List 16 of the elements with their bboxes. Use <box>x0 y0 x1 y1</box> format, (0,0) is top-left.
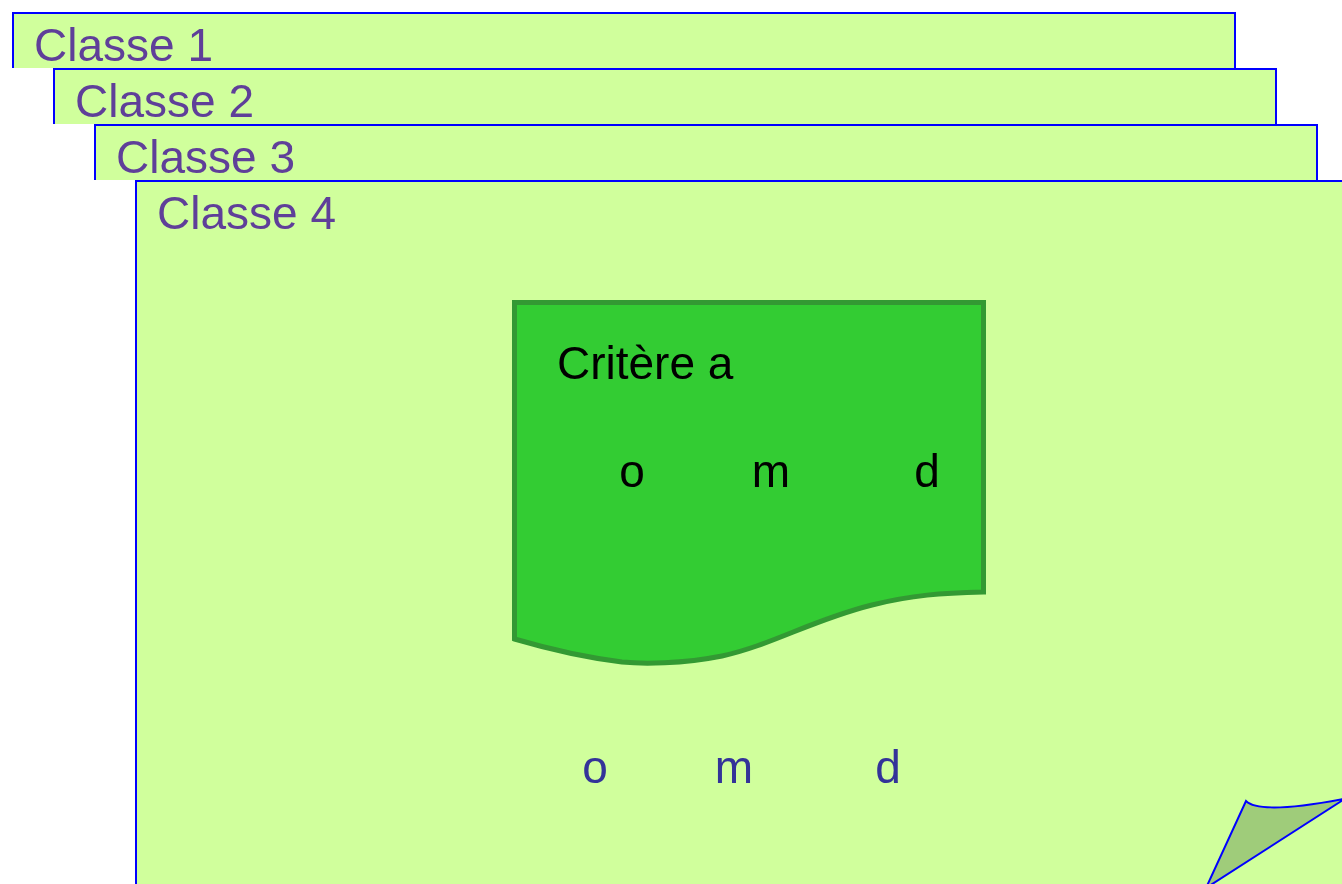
card <box>94 124 1318 180</box>
card <box>53 68 1277 124</box>
option-label: o <box>582 742 608 793</box>
option-label: d <box>914 446 940 497</box>
card-title: Classe 4 <box>157 188 336 239</box>
option-label: d <box>875 742 901 793</box>
card <box>12 12 1236 68</box>
document-shape <box>512 300 986 666</box>
criterion-title: Critère a <box>557 338 734 389</box>
option-label: m <box>751 446 791 497</box>
card-title: Classe 1 <box>34 20 213 71</box>
option-label: o <box>619 446 645 497</box>
option-label: m <box>714 742 754 793</box>
card-title: Classe 2 <box>75 76 254 127</box>
card <box>135 180 1342 884</box>
card-title: Classe 3 <box>116 132 295 183</box>
